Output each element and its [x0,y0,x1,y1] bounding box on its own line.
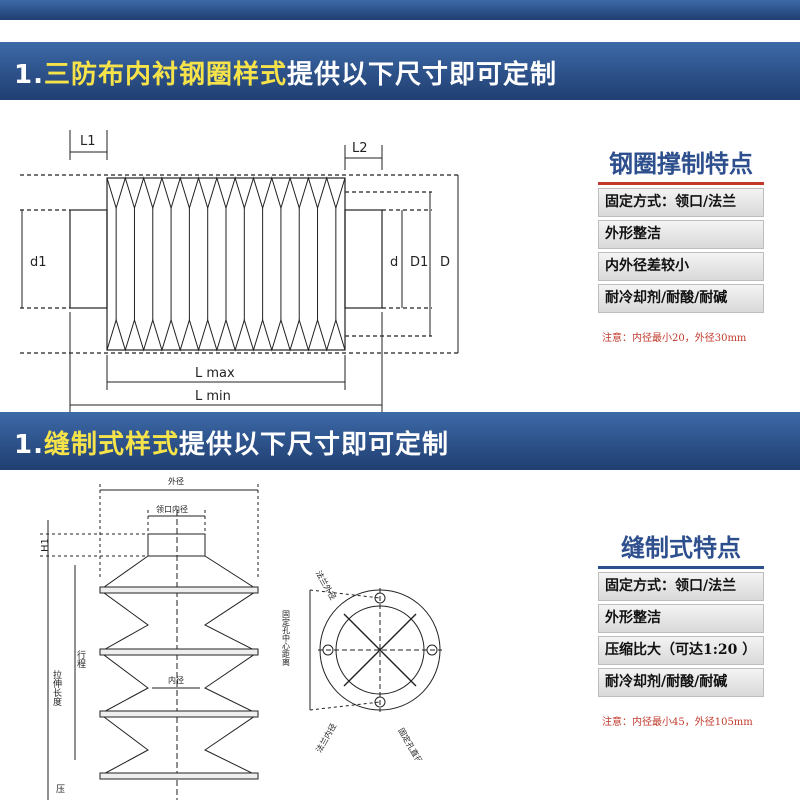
section2-banner: 1.缝制式样式提供以下尺寸即可定制 [0,412,800,470]
label-d-cap: D [440,255,450,270]
label-compress: 压 [56,784,65,795]
label-d1-cap: D1 [410,255,428,270]
label-outer: 外径 [168,476,184,486]
label-d1: d1 [30,255,47,270]
right-sleeve [344,209,383,309]
label-hole-center: 固定孔中心距离 [282,610,291,667]
left-sleeve [69,209,108,309]
feature-item: 压缩比大（可达1:20 ） [598,636,764,665]
flange-drawing: 法兰外径 固定孔中心距离 法兰内径 固定孔直径 [282,569,442,760]
label-flange-outer: 法兰外径 [314,569,339,602]
label-lmax: L max [195,366,235,381]
label-stroke: 行程 [75,649,86,669]
steel-ring-bellows-drawing: L1 L2 d1 d D1 D L max L min [20,130,460,412]
section2-title: 1.缝制式样式提供以下尺寸即可定制 [14,430,449,460]
feature-item: 外形整洁 [598,220,764,249]
feature-item: 固定方式：领口/法兰 [598,188,764,217]
label-hole-dia: 固定孔直径 [396,726,425,760]
steel-ring-features-panel: 钢圈撑制特点 固定方式：领口/法兰 外形整洁 内外径差较小 耐冷却剂/耐酸/耐碱… [598,146,764,344]
label-collar-inner: 领口内径 [156,504,188,514]
section1-title: 1.三防布内衬钢圈样式提供以下尺寸即可定制 [14,60,557,90]
section1-banner: 1.三防布内衬钢圈样式提供以下尺寸即可定制 [0,42,800,100]
label-lmin: L min [195,389,231,404]
feature-item: 内外径差较小 [598,252,764,281]
feature-item: 固定方式：领口/法兰 [598,572,764,601]
label-l1: L1 [80,134,96,149]
label-stretch: 拉伸长度 [51,669,62,707]
sewn-bellows-drawing: 外径 领口内径 H1 行程 拉伸长度 内径 压 [40,476,259,800]
feature-item: 耐冷却剂/耐酸/耐碱 [598,668,764,697]
label-flange-inner: 法兰内径 [314,721,339,754]
feature-item: 外形整洁 [598,604,764,633]
bellows-body [106,177,346,351]
label-d: d [390,255,398,270]
label-l2: L2 [352,141,368,156]
steel-ring-features-title: 钢圈撑制特点 [598,146,764,185]
sewn-note: 注意：内径最小45，外径105mm [602,717,753,728]
label-h1: H1 [40,538,51,552]
sewn-features-panel: 缝制式特点 固定方式：领口/法兰 外形整洁 压缩比大（可达1:20 ） 耐冷却剂… [598,530,764,728]
steel-ring-note: 注意：内径最小20，外径30mm [602,333,747,344]
sewn-features-title: 缝制式特点 [598,530,764,569]
feature-item: 耐冷却剂/耐酸/耐碱 [598,284,764,313]
label-inner: 内径 [168,675,184,685]
top-banner [0,0,800,20]
